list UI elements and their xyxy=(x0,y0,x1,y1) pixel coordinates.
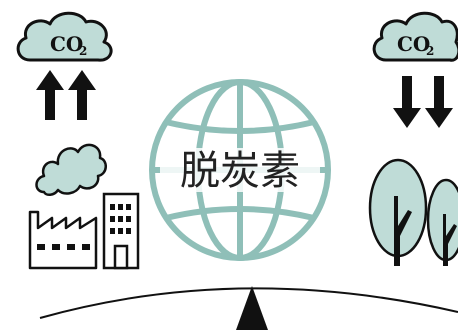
factory-icon xyxy=(28,210,98,270)
co2-right-label: CO xyxy=(397,32,430,56)
smoke-icon xyxy=(35,143,107,196)
building-icon xyxy=(102,192,140,270)
down-arrows-icon xyxy=(393,76,453,128)
page-title: 脱炭素 xyxy=(180,148,300,194)
trees-icon xyxy=(368,158,458,266)
co2-right-subscript: 2 xyxy=(426,44,434,58)
co2-cloud-left: CO 2 xyxy=(16,11,113,62)
title-backdrop xyxy=(160,148,320,192)
balance-arc xyxy=(39,287,458,319)
co2-cloud-right: CO 2 xyxy=(372,11,458,62)
cloud-right-icon xyxy=(372,11,458,62)
cloud-left-icon xyxy=(16,11,113,62)
co2-left-subscript: 2 xyxy=(79,44,87,58)
co2-left-label: CO xyxy=(50,32,83,56)
up-arrows-icon xyxy=(36,70,96,120)
balance-pivot-icon xyxy=(236,286,268,330)
